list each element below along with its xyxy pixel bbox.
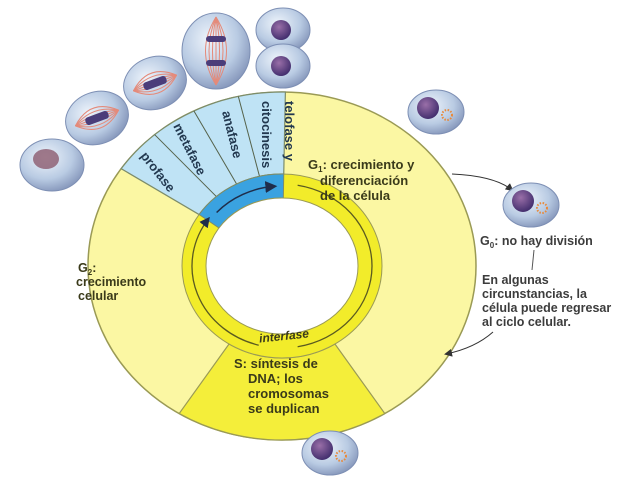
cell-illustrations bbox=[19, 7, 560, 476]
s-label: S: síntesis de DNA; los cromosomas se du… bbox=[234, 356, 329, 416]
phase-label-cytokinesis: citocinesis bbox=[259, 101, 274, 168]
metaphase-cell bbox=[123, 55, 187, 111]
interphase-arrow-right bbox=[297, 184, 373, 348]
phase-label-telophase: telofase y bbox=[282, 101, 297, 162]
g0-connector bbox=[531, 249, 535, 271]
note-line-2: circunstancias, la bbox=[482, 287, 588, 301]
g0-section: G0: no hay división En algunas circunsta… bbox=[444, 173, 611, 357]
svg-text:crecimiento: crecimiento bbox=[76, 275, 147, 289]
svg-text:cromosomas: cromosomas bbox=[248, 386, 329, 401]
prophase-cell bbox=[19, 138, 85, 192]
g1-cell bbox=[407, 89, 465, 135]
mitosis-arrow bbox=[216, 181, 278, 213]
svg-text:G1: crecimiento y: G1: crecimiento y bbox=[308, 157, 415, 174]
svg-text:DNA; los: DNA; los bbox=[248, 371, 303, 386]
mitosis-divider bbox=[154, 134, 217, 197]
to-g0-arrow bbox=[451, 173, 514, 192]
note-line-1: En algunas bbox=[482, 273, 549, 287]
mitosis-divider bbox=[193, 110, 238, 185]
s-cell bbox=[301, 430, 359, 476]
inner-ring: interfase bbox=[181, 173, 383, 359]
svg-text:de la célula: de la célula bbox=[320, 188, 391, 203]
svg-text:diferenciación: diferenciación bbox=[320, 173, 408, 188]
g2-label: G2: crecimiento celular bbox=[76, 261, 147, 303]
telophase-cell bbox=[255, 7, 311, 89]
svg-text:G2:: G2: bbox=[78, 261, 96, 277]
svg-text:se duplican: se duplican bbox=[248, 401, 320, 416]
note-line-3: célula puede regresar bbox=[482, 301, 611, 315]
interphase-arrow-left bbox=[191, 216, 259, 346]
svg-text:celular: celular bbox=[78, 289, 118, 303]
mitosis-dividers bbox=[154, 96, 260, 197]
center-hole bbox=[205, 197, 359, 335]
anaphase-cell bbox=[181, 12, 251, 90]
g1-label: G1: crecimiento y diferenciación de la c… bbox=[308, 157, 415, 203]
return-arrow bbox=[444, 331, 494, 357]
interphase-label: interfase bbox=[258, 326, 310, 345]
mitosis-divider bbox=[237, 96, 260, 177]
svg-text:S: síntesis de: S: síntesis de bbox=[234, 356, 318, 371]
g0-cell bbox=[502, 182, 560, 228]
note-line-4: al ciclo celular. bbox=[482, 315, 571, 329]
prometaphase-cell bbox=[65, 90, 129, 146]
g0-label: G0: no hay división bbox=[480, 234, 593, 250]
